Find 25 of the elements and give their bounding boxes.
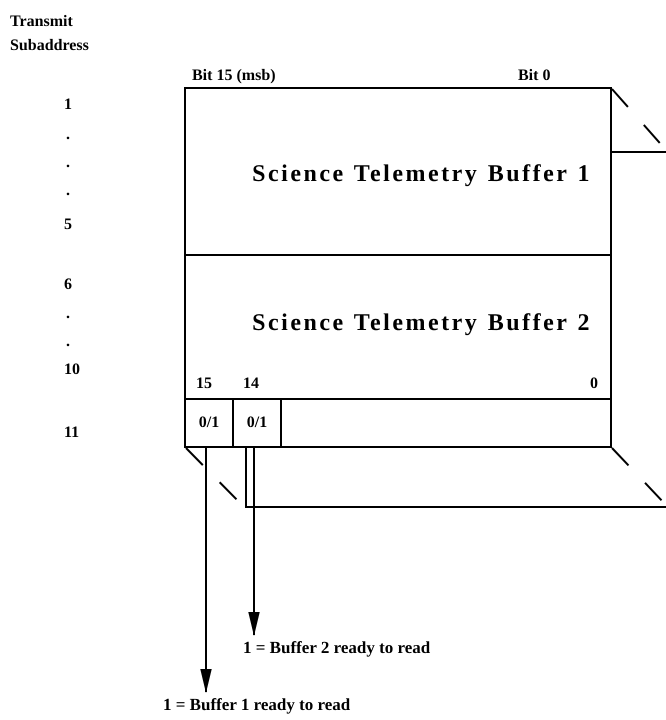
column-heading: Transmit Subaddress <box>10 12 90 56</box>
arrow <box>200 446 212 694</box>
subaddress-number: 6 <box>64 275 72 295</box>
ellipsis-dot: . <box>66 125 70 145</box>
buffer-box <box>184 87 612 256</box>
subaddress-number: 5 <box>64 215 72 235</box>
status-note: 1 = Buffer 1 ready to read <box>163 694 463 716</box>
subaddress-number: 10 <box>64 360 80 380</box>
bit-number: 15 <box>196 374 212 394</box>
ellipsis-dot: . <box>66 304 70 324</box>
ellipsis-dot: . <box>66 153 70 173</box>
status-note: 1 = Buffer 2 ready to read <box>243 637 543 659</box>
buffer-title: Science Telemetry Buffer 1 <box>252 161 592 188</box>
ellipsis-dot: . <box>66 332 70 352</box>
subaddress-number: 1 <box>64 95 72 115</box>
ellipsis-dot: . <box>66 181 70 201</box>
register-row-box <box>184 398 612 448</box>
buffer-box <box>184 254 612 400</box>
bit-number: 0 <box>590 374 598 394</box>
subaddress-number: 11 <box>64 423 80 443</box>
bit-number: 14 <box>243 374 259 394</box>
bit-label: Bit 15 (msb) <box>192 66 276 86</box>
arrow <box>248 446 260 636</box>
bit-label: Bit 0 <box>518 66 550 86</box>
buffer-title: Science Telemetry Buffer 2 <box>252 310 592 337</box>
